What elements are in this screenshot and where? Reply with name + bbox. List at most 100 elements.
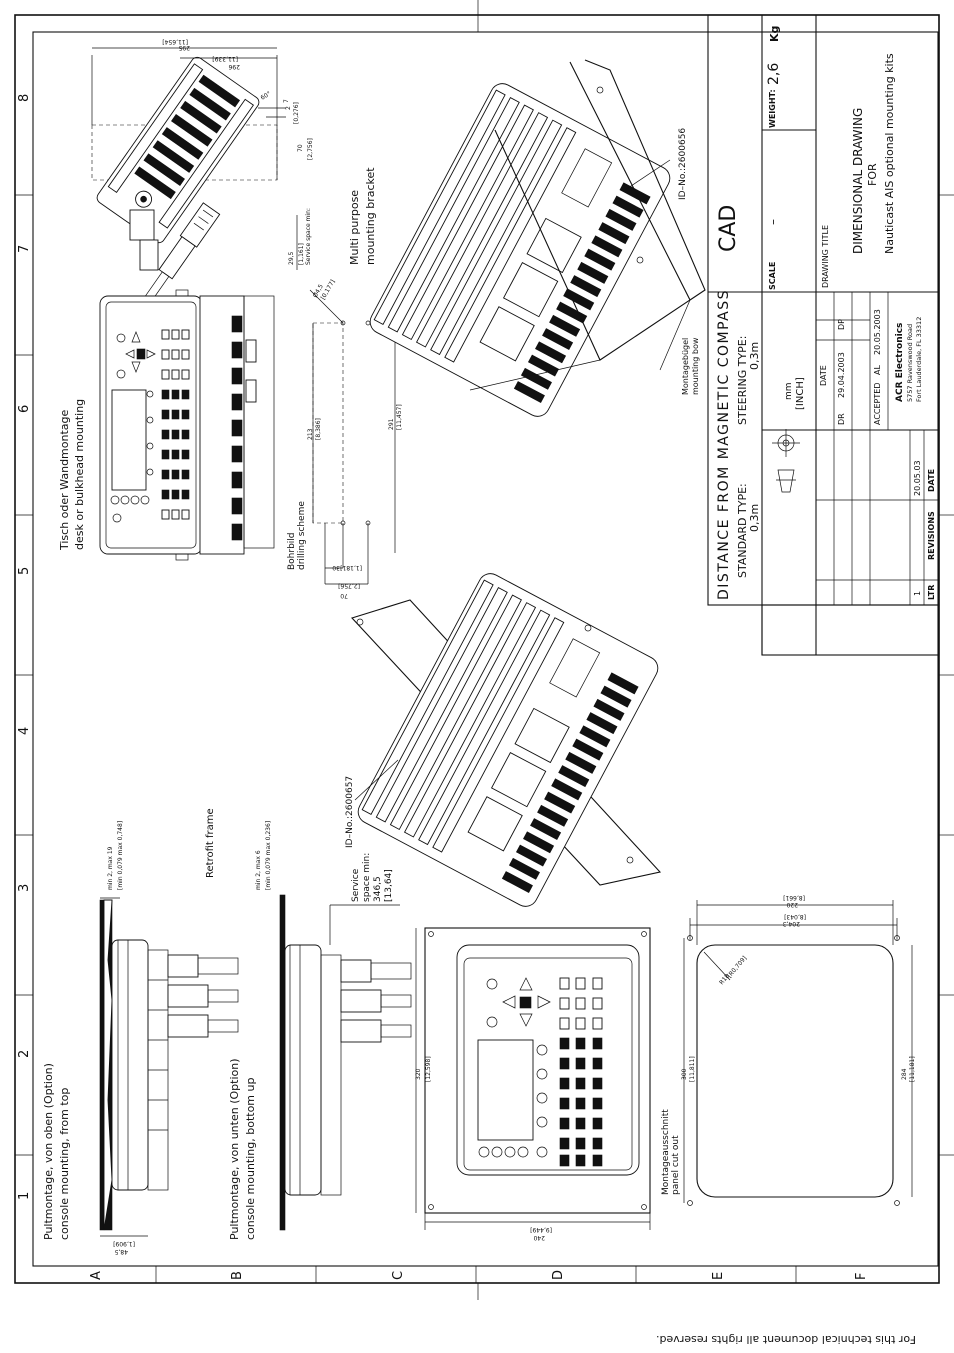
dim-label: [11,811] (689, 1056, 696, 1082)
service-space-2: space min: (362, 853, 372, 902)
cutout-de: Montageausschnitt (661, 1109, 671, 1195)
dim-label: 300 (681, 1068, 688, 1080)
copyright-note: For this technical document all rights r… (656, 1333, 916, 1346)
drill-en: drilling scheme (297, 501, 307, 570)
dim-label: [min 0,079 max 0,748] (117, 821, 124, 890)
cad-label: CAD (716, 205, 741, 252)
title-block: CAD DISTANCE FROM MAGNETIC COMPASS STAND… (707, 14, 940, 656)
dim-label: 30 (332, 564, 340, 571)
frame-id: ID–No.:2600657 (345, 776, 355, 848)
grid-letter: C (391, 1271, 406, 1280)
console-mount-top-view: Pultmontage, von oben (Option) console m… (42, 821, 239, 1255)
dim-label: [11,181] (909, 1056, 916, 1082)
grid-number: 5 (17, 567, 32, 575)
drawing-title-line-3: Nauticast AIS optional mounting kits (883, 53, 896, 254)
dim-label: 213 (307, 428, 314, 440)
top-mount-de: Pultmontage, von oben (Option) (42, 1063, 55, 1240)
company-address-2: Fort Lauderdale, FL 33312 (915, 317, 923, 402)
front-view-desk: Tisch oder Wandmontage desk or bulkhead … (58, 289, 275, 561)
dim-label: 220 (786, 901, 798, 908)
company-name: ACR Electronics (895, 323, 905, 402)
weight-label: WEIGHT: (768, 89, 777, 128)
dim-label: [1,161] (298, 243, 305, 265)
accepted-date: 20.05.2003 (873, 309, 882, 355)
bracket-id: ID–No.:2600656 (678, 128, 688, 200)
dim-label: 204,3 (783, 920, 800, 927)
top-mount-en: console mounting, from top (58, 1088, 71, 1240)
grid-number: 4 (17, 727, 32, 735)
dim-label: [11,339] (212, 55, 238, 62)
desk-mount-en: desk or bulkhead mounting (73, 399, 86, 550)
dim-label: 240 (533, 1234, 545, 1241)
dim-label: [8,386] (315, 418, 322, 440)
grid-letter: F (854, 1273, 869, 1280)
service-space-1: Service (351, 868, 361, 902)
steering-type-label: STEERING TYPE: (736, 336, 749, 425)
retrofit-label: Retrofit frame (205, 808, 216, 878)
standard-type-label: STANDARD TYPE: (736, 483, 749, 578)
dim-label: min 2, max 19 (107, 846, 114, 890)
unit-inch: [INCH] (795, 377, 806, 410)
front-view-with-frame: 240 [9,449] 320 [12,598] Montageausschni… (415, 927, 681, 1241)
bow-en: mounting bow (691, 337, 700, 395)
dim-label: 295 (178, 44, 190, 51)
distance-heading: DISTANCE FROM MAGNETIC COMPASS (716, 289, 732, 600)
grid-number: 1 (17, 1192, 32, 1200)
dim-label: [R0,709] (726, 955, 748, 979)
drawing-title-line-2: FOR (866, 163, 879, 186)
dim-label: [9,449] (530, 1226, 552, 1233)
dim-label: 320 (415, 1068, 422, 1080)
grid-number: 7 (17, 245, 32, 253)
scale-value: – (766, 219, 780, 225)
bracket-iso-view: ID–No.:2600656 Multi purpose mounting br… (348, 59, 706, 417)
grid-number: 6 (17, 405, 32, 413)
keypad-grid (161, 329, 190, 520)
dr-label: DR (837, 413, 846, 425)
grid-number: 2 (17, 1050, 32, 1058)
ltr-label: LTR (927, 585, 936, 600)
revision-date-label: DATE (927, 469, 936, 492)
bottom-mount-en: console mounting, bottom up (244, 1078, 257, 1240)
revision-date: 20.05.03 (913, 460, 922, 496)
dr-date: 29.04.2003 (837, 352, 846, 398)
dim-label: 60° (260, 90, 273, 101)
grid-number: 3 (17, 884, 32, 892)
dim-label: [1,909] (113, 1240, 135, 1247)
revision-letter: 1 (913, 591, 922, 596)
dr-initials: DP (837, 319, 846, 330)
grid-letter: D (551, 1270, 566, 1280)
dim-label: 7 (283, 99, 290, 103)
console-mount-bottom-view: Pultmontage, von unten (Option) console … (228, 821, 412, 1241)
dim-label: 48,5 (114, 1248, 128, 1255)
bracket-label-2: mounting bracket (364, 167, 377, 265)
drawing-title-line-1: DIMENSIONAL DRAWING (851, 108, 865, 254)
drawing-title-label: DRAWING TITLE (821, 225, 830, 288)
date-label: DATE (819, 365, 828, 386)
bracket-label-1: Multi purpose (348, 190, 361, 265)
dim-label: 284 (901, 1068, 908, 1080)
service-space-4: [13,64] (384, 869, 394, 902)
bow-de: Montagebügel (681, 338, 690, 395)
scale-label: SCALE (768, 262, 777, 290)
dim-label: min 2, max 6 (255, 850, 262, 890)
drill-de: Bohrbild (287, 532, 297, 570)
dim-label: 2 (285, 106, 292, 110)
desk-mount-de: Tisch oder Wandmontage (58, 409, 71, 551)
dim-label: [12,598] (425, 1056, 432, 1082)
revisions-label: REVISIONS (927, 511, 936, 560)
tilted-side-view: 2 7 [0,276] 70 [2,756] 60° 295 [11,654] … (91, 38, 314, 310)
accepted-label: ACCEPTED (873, 383, 882, 425)
dim-label: 296 (228, 63, 240, 70)
dim-label: [0,276] (293, 102, 300, 124)
bottom-mount-de: Pultmontage, von unten (Option) (228, 1059, 241, 1241)
dim-label: [1,181] (340, 564, 362, 571)
grid-letter: B (230, 1271, 245, 1280)
grid-letter: A (89, 1271, 104, 1280)
dim-label: [11,654] (162, 38, 188, 45)
grid-letter: E (711, 1272, 726, 1280)
projection-symbol (772, 429, 800, 493)
dim-label: 70 (340, 592, 348, 599)
unit-mm: mm (784, 382, 794, 400)
